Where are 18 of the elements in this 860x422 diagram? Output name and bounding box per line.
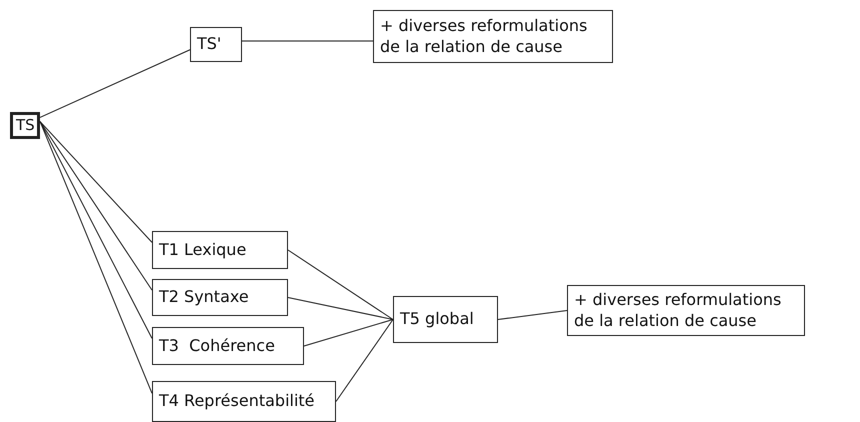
text-box: T4 Représentabilité xyxy=(152,381,336,422)
text-box: T2 Syntaxe xyxy=(152,279,288,316)
connector-line xyxy=(40,120,152,291)
connector-line xyxy=(288,297,394,320)
connector-line xyxy=(498,310,568,320)
connector-line xyxy=(288,250,394,320)
text-box: T3 Cohérence xyxy=(152,327,304,365)
text-box: TS' xyxy=(190,27,242,62)
text-box: T5 global xyxy=(393,296,498,343)
connector-line xyxy=(336,319,394,402)
text-box: T1 Lexique xyxy=(152,231,288,269)
connector-line xyxy=(242,40,374,42)
text-box: TS xyxy=(10,112,40,139)
connector-line xyxy=(40,120,152,243)
connector-line xyxy=(40,49,190,118)
connector-line xyxy=(304,319,394,346)
text-box: + diverses reformulations de la relation de cause xyxy=(373,10,613,63)
text-box: + diverses reformulations de la relation de cause xyxy=(567,285,805,336)
